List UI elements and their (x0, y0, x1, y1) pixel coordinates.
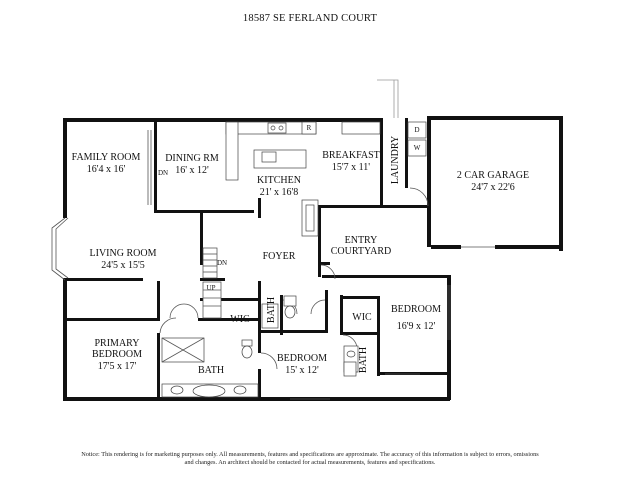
right-bath-name: BATH (358, 347, 369, 373)
stair-dn-lower: DN (217, 259, 227, 267)
dining-rm-dims: 16' x 12' (175, 165, 209, 176)
plan-title: 18587 SE FERLAND COURT (243, 13, 378, 24)
stair-fixtures (202, 247, 222, 319)
dryer-label: D (414, 126, 419, 134)
laundry-fixtures (407, 121, 427, 157)
laundry-name: LAUNDRY (390, 136, 401, 184)
primary-bedroom-dims: 17'5 x 17' (98, 361, 137, 372)
entry-courtyard-name2: COURTYARD (331, 246, 392, 257)
windows-and-openings (51, 79, 495, 400)
hall-bath-name: BATH (266, 297, 277, 323)
bedroom-center-name: BEDROOM (277, 353, 327, 364)
dining-rm-name: DINING RM (165, 153, 219, 164)
bedroom-center-dims: 15' x 12' (285, 365, 319, 376)
kitchen-name: KITCHEN (257, 175, 301, 186)
entry-courtyard-name: ENTRY (345, 235, 378, 246)
stair-up: UP (207, 284, 216, 292)
washer-label: W (414, 144, 421, 152)
walls (63, 116, 563, 401)
living-room-dims: 24'5 x 15'5 (101, 260, 145, 271)
kitchen-dims: 21' x 16'8 (260, 187, 299, 198)
breakfast-dims: 15'7 x 11' (332, 162, 370, 173)
refrigerator-label: R (307, 124, 312, 132)
garage-dims: 24'7 x 22'6 (471, 182, 515, 193)
foyer-name: FOYER (263, 251, 296, 262)
breakfast-name: BREAKFAST (322, 150, 380, 161)
kitchen-fixtures (225, 121, 381, 237)
right-wic-name: WIC (352, 312, 372, 323)
primary-bath-name: BATH (198, 365, 224, 376)
garage-name: 2 CAR GARAGE (457, 170, 529, 181)
room-labels: FAMILY ROOM 16'4 x 16' DINING RM 16' x 1… (72, 124, 529, 376)
family-room-name: FAMILY ROOM (72, 152, 141, 163)
primary-bedroom-name: PRIMARY (94, 338, 139, 349)
primary-bedroom-name2: BEDROOM (92, 349, 142, 360)
primary-wic-name: WIC (230, 314, 250, 325)
family-room-dims: 16'4 x 16' (87, 164, 126, 175)
disclaimer-text: Notice: This rendering is for marketing … (81, 451, 539, 466)
bedroom-right-dims: 16'9 x 12' (397, 321, 436, 332)
living-room-name: LIVING ROOM (90, 248, 157, 259)
stair-dn-upper: DN (158, 169, 168, 177)
bath-fixtures (161, 295, 359, 398)
bedroom-right-name: BEDROOM (391, 304, 441, 315)
